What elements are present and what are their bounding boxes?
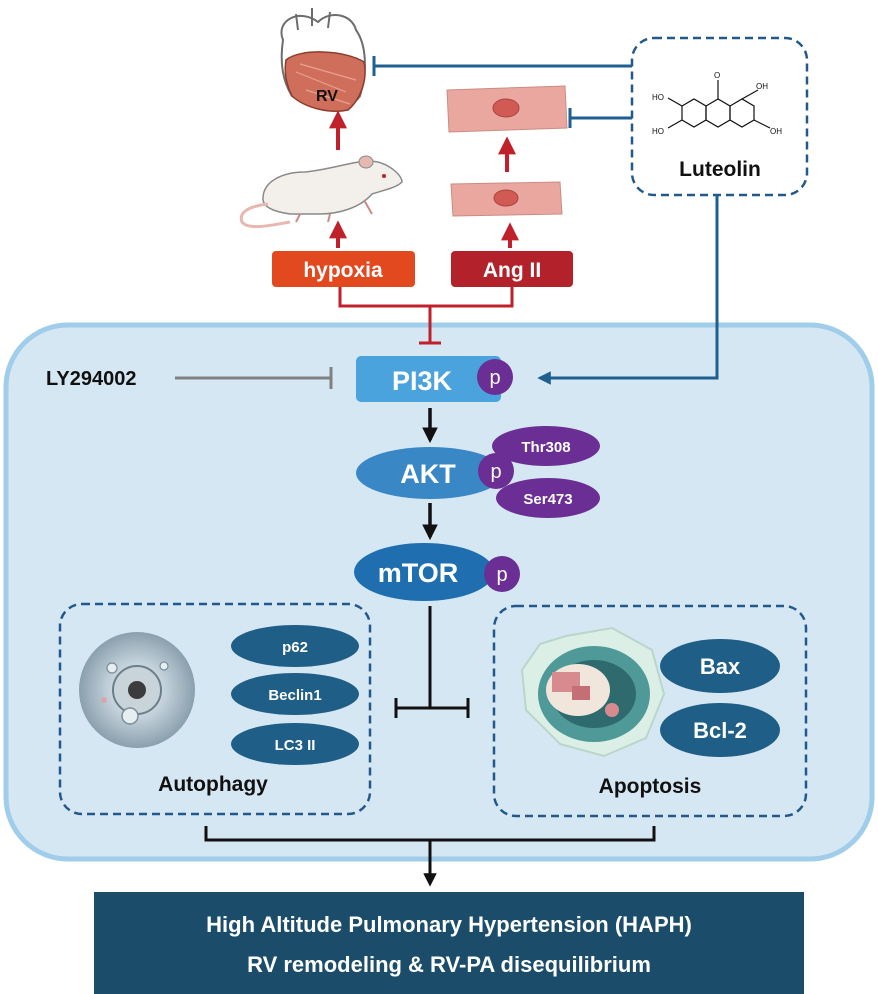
haph-line1: High Altitude Pulmonary Hypertension (HA… — [206, 912, 692, 937]
molecule-label-oh-bottom: OH — [770, 127, 782, 136]
pi3k-p-label: p — [489, 367, 500, 389]
bcl2-label: Bcl-2 — [693, 718, 747, 743]
lc3ii-label: LC3 II — [275, 737, 316, 754]
angii-label: Ang II — [483, 259, 541, 282]
rat-icon — [239, 155, 403, 229]
haph-line2: RV remodeling & RV-PA disequilibrium — [247, 952, 651, 977]
akt-node: AKT Thr308 Ser473 p — [356, 426, 600, 518]
luteolin-molecule-icon — [667, 80, 771, 129]
p62-label: p62 — [282, 639, 308, 656]
autophagy-label: Autophagy — [158, 773, 268, 796]
arrow-luteolin-to-pi3k — [537, 195, 719, 385]
ser473-label: Ser473 — [523, 491, 572, 508]
haph-bar: High Altitude Pulmonary Hypertension (HA… — [94, 892, 804, 994]
akt-label: AKT — [400, 459, 456, 489]
angii-box: Ang II — [451, 251, 573, 287]
cardiomyocyte-small-icon — [450, 181, 563, 217]
thr308-label: Thr308 — [521, 439, 570, 456]
mtor-label: mTOR — [378, 558, 459, 588]
mtor-p-label: p — [496, 564, 507, 586]
akt-p-label: p — [490, 461, 501, 483]
rv-label: RV — [316, 88, 338, 105]
pi3k-node: PI3K p — [356, 356, 513, 402]
apoptosis-box: Bax Bcl-2 Apoptosis — [492, 604, 808, 818]
apoptosis-cell-icon — [520, 626, 666, 758]
autophagy-cell-icon — [79, 632, 195, 748]
mtor-node: mTOR p — [354, 543, 520, 601]
luteolin-label: Luteolin — [679, 158, 761, 181]
inhibit-hypoxia-angii-to-pi3k — [338, 287, 514, 342]
beclin1-label: Beclin1 — [268, 687, 321, 704]
heart-icon: RV — [280, 8, 366, 112]
hypoxia-box: hypoxia — [272, 251, 415, 287]
molecule-label-ho-top: HO — [652, 93, 664, 102]
molecule-label-oh-top: OH — [756, 82, 768, 91]
luteolin-box: O OH OH HO HO Luteolin — [630, 36, 809, 197]
molecule-label-ho-bottom: HO — [652, 127, 664, 136]
apoptosis-label: Apoptosis — [599, 775, 702, 798]
pi3k-label: PI3K — [392, 366, 453, 396]
cardiomyocyte-large-icon — [446, 85, 568, 133]
molecule-label-o: O — [714, 71, 720, 80]
arrow-to-haph — [204, 826, 656, 878]
hypoxia-label: hypoxia — [303, 259, 383, 282]
inhibit-mtor-to-autophagy-apoptosis — [396, 606, 468, 710]
bax-label: Bax — [700, 654, 741, 679]
autophagy-box: p62 Beclin1 LC3 II Autophagy — [58, 602, 372, 816]
ly294002-label: LY294002 — [46, 368, 136, 390]
